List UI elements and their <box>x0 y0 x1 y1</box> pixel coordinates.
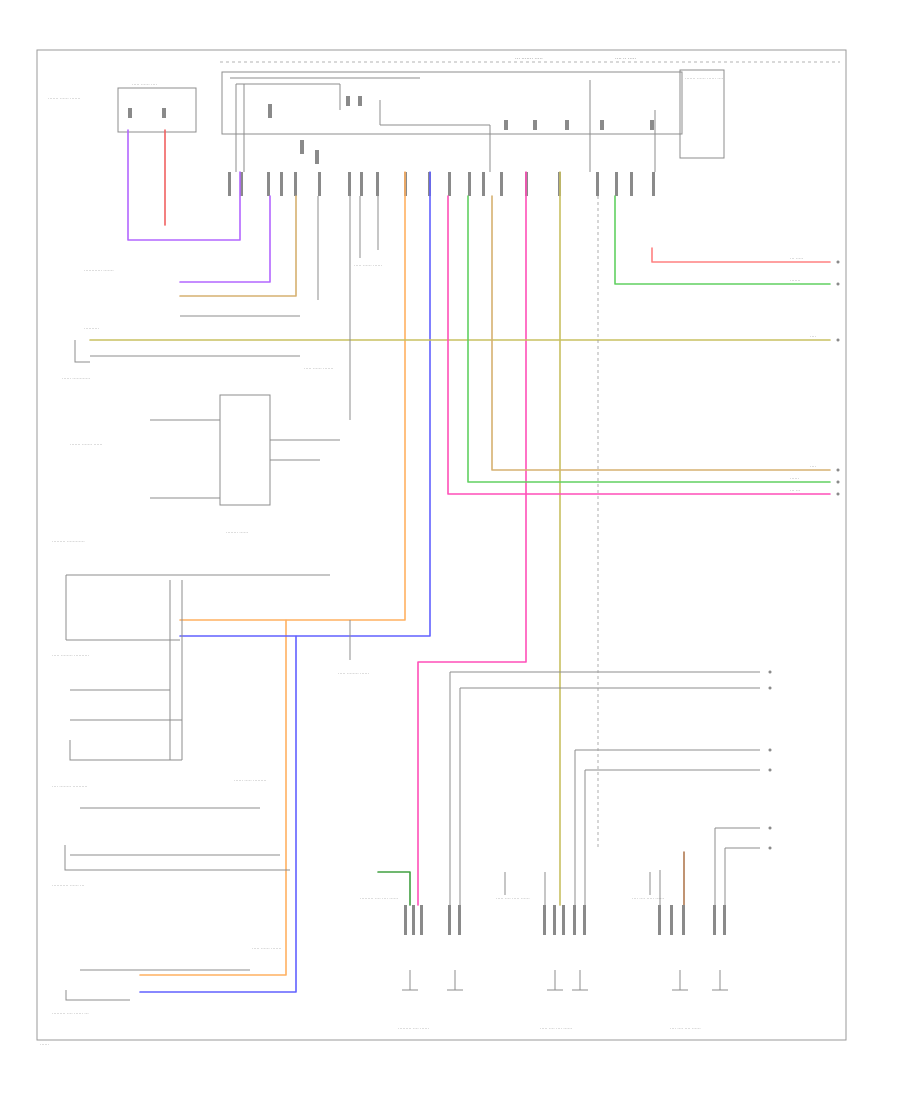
right-wire-label-3: ···· <box>810 334 816 339</box>
wire-violet <box>127 129 241 241</box>
wire-green-right <box>614 195 831 285</box>
left-rear-switch-label: ···· ···· ····· ······ <box>632 896 664 901</box>
door-switch-label-1: ····· ······ ······· <box>304 366 333 371</box>
lighting-control-switch-label: ······· ······· ······ <box>70 442 102 447</box>
power-distribution-left-label: ····· ······ ···· <box>132 82 157 87</box>
gray-wire-network <box>64 196 760 1001</box>
wire-blue-drop <box>139 635 297 993</box>
right-edge-wire-labels: ··· ····· ······· ···· ···· ······ ··· ·… <box>790 256 816 493</box>
passenger-door-led-label: ········· ···· ······ ··· <box>52 1011 89 1016</box>
wire-tan-outlet <box>179 195 297 297</box>
illumination-label: ·········· <box>84 326 99 331</box>
right-wire-label-2: ······· <box>790 278 801 283</box>
right-wire-label-1: ··· ····· <box>790 256 803 261</box>
right-wire-label-6: ··· ··· <box>790 488 800 493</box>
wire-green-bottom <box>377 871 411 906</box>
diagram-frame <box>36 49 847 1041</box>
wire-orange-main <box>179 171 406 621</box>
ground-label-2: ····· ········ ······ <box>338 671 369 676</box>
battery-box-label: ······· ······ ······· <box>48 96 80 101</box>
left-rear-module-label: ···· ···· ···· ······ <box>670 1026 701 1031</box>
wire-violet-outlet <box>179 195 271 283</box>
right-rear-switch-label: ····· ···· ····· ······ <box>496 896 530 901</box>
wire-blue-main <box>179 171 431 637</box>
central-box-label: ······· ······ ······ ···· <box>685 76 723 81</box>
wire-green-side <box>467 195 831 483</box>
door-switch-label-2: ······ ····· ········· <box>234 778 266 783</box>
right-wire-label-4: ···· <box>810 464 816 469</box>
top-fuse-area: ··· ······· ····· ···· ·· ····· ····· ··… <box>48 56 840 196</box>
ground-label-1: ····· ······ ······ <box>354 263 382 268</box>
left-footwell-label: ···· ········ ·········· <box>52 784 87 789</box>
ground-symbols <box>402 970 728 991</box>
door-switch-label-3: ····· ······ ······· <box>252 946 281 951</box>
steering-module-label: ········ ······ <box>226 530 248 535</box>
right-footwell-label: ····· ········ ·········· <box>52 653 89 658</box>
driver-door-led-label: ··········· ······ ··· <box>52 883 84 888</box>
aux-light-switch-label: ······ ············ <box>62 376 90 381</box>
right-edge-terminals <box>768 260 840 850</box>
passenger-lamp-switch-label: ········· ············ <box>52 539 85 544</box>
pass-door-module-label: ········· ···· ······ <box>398 1026 429 1031</box>
wire-magenta-side <box>447 195 831 495</box>
wire-magenta <box>417 171 527 906</box>
right-wire-label-5: ······ <box>790 476 799 481</box>
top-bus-label: ··· ······· ····· <box>515 56 543 62</box>
power-outlet-label: ············ ······· <box>84 268 114 273</box>
pass-door-lamp-switch-label: ········· ···· ···· ······ <box>360 896 398 901</box>
right-rear-module-label: ····· ···· ···· ······ <box>540 1026 572 1031</box>
top-bus-right-label: ···· ·· ····· <box>615 56 636 62</box>
bottom-connectors <box>404 905 726 935</box>
component-labels: ············ ······· ·········· ······ ·… <box>52 263 701 1031</box>
wire-orange-drop <box>139 619 287 976</box>
wire-red-right <box>651 247 831 263</box>
page-ref: ······ <box>40 1042 49 1047</box>
wire-tan-side <box>491 195 831 471</box>
